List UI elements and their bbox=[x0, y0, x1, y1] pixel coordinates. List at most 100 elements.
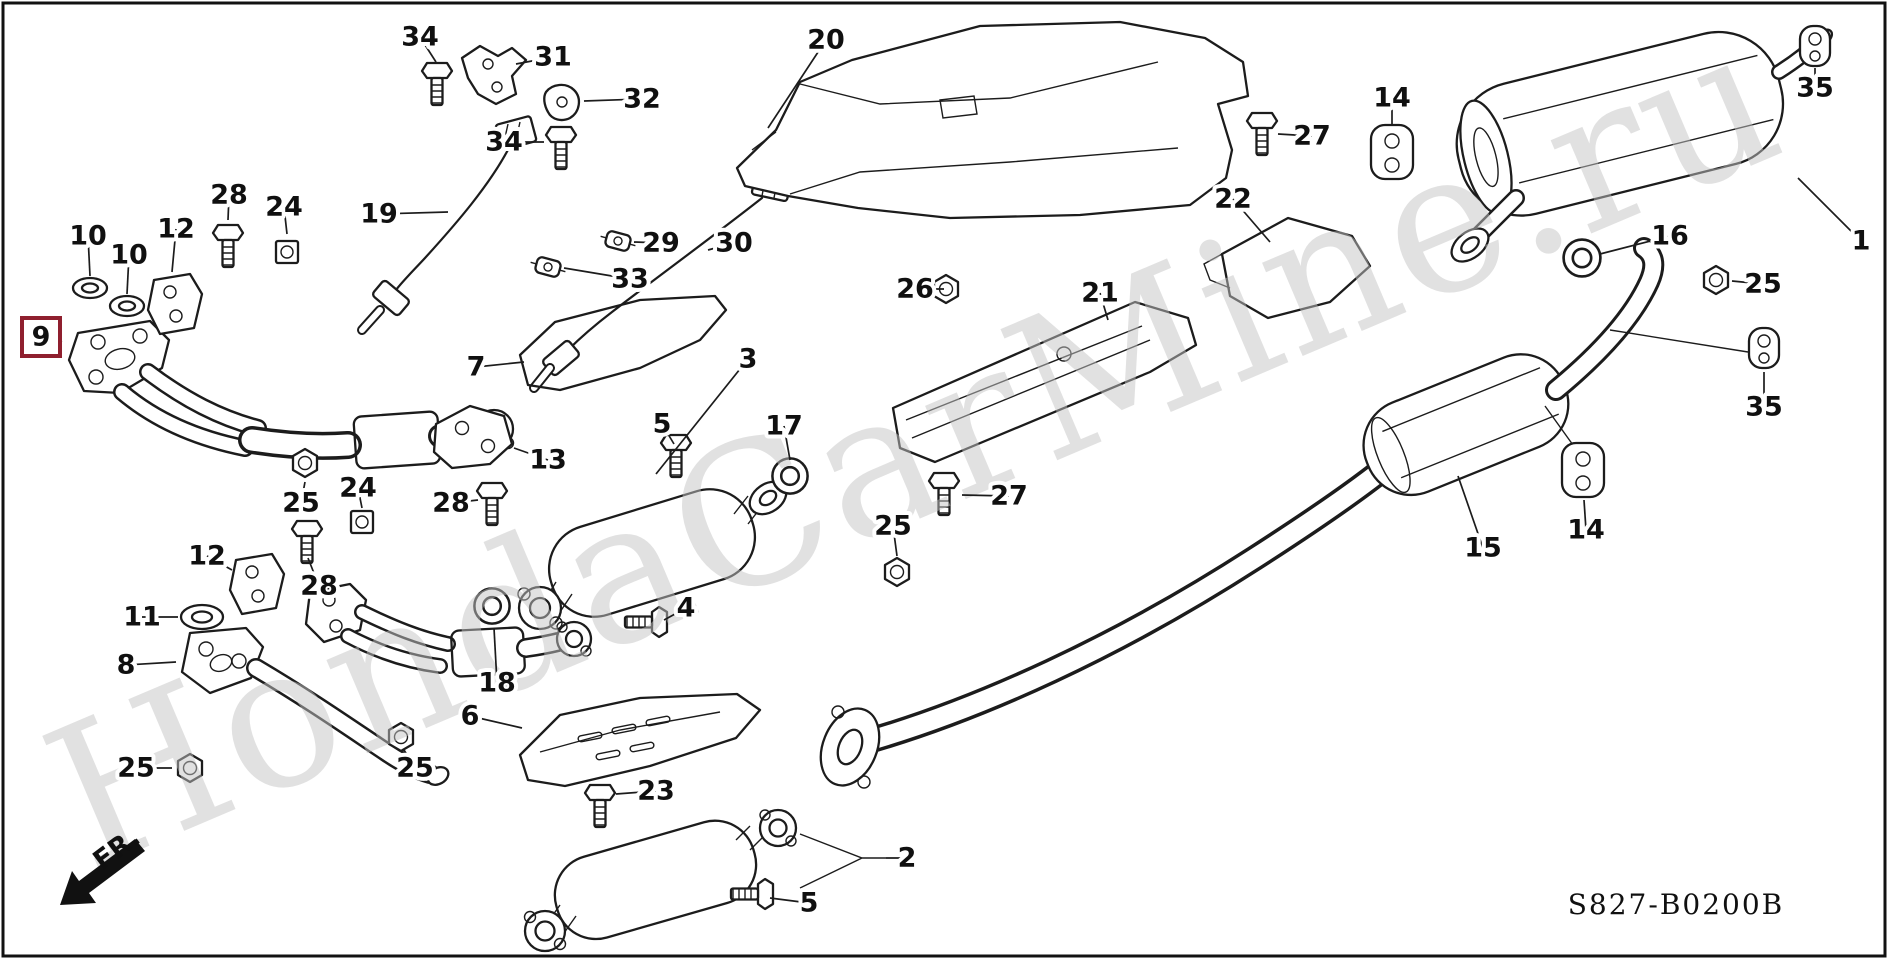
leader-line bbox=[125, 661, 177, 666]
gasket-11-art bbox=[179, 603, 225, 631]
leader-line bbox=[767, 39, 827, 129]
part-callout-3[interactable]: 3 bbox=[735, 340, 762, 379]
part-callout-20[interactable]: 20 bbox=[803, 21, 849, 60]
part-callout-11[interactable]: 11 bbox=[119, 598, 165, 637]
part-callout-32[interactable]: 32 bbox=[619, 80, 665, 119]
part-callout-12[interactable]: 12 bbox=[184, 537, 230, 576]
leader-line bbox=[403, 749, 416, 769]
leader-line bbox=[783, 425, 791, 461]
leader-line bbox=[1099, 292, 1109, 321]
mount-hardware-upper-art bbox=[71, 44, 581, 336]
heat-shield-20-art bbox=[735, 20, 1250, 220]
diagram-code: S827-B0200B bbox=[1568, 888, 1785, 921]
leader-line bbox=[419, 36, 437, 63]
bolt-34a-art bbox=[420, 61, 454, 107]
part-callout-25[interactable]: 25 bbox=[392, 749, 438, 788]
exhaust-pipe-b-art bbox=[819, 237, 1749, 789]
part-callout-25[interactable]: 25 bbox=[278, 484, 324, 523]
leader-line bbox=[1731, 280, 1764, 285]
bolt-27a-art bbox=[1245, 111, 1279, 157]
part-callout-25[interactable]: 25 bbox=[113, 749, 159, 788]
nut-25a-art bbox=[1702, 264, 1730, 296]
leader-line bbox=[707, 242, 735, 251]
exhaust-flex-pipe-art bbox=[304, 582, 593, 678]
part-callout-16[interactable]: 16 bbox=[1647, 217, 1693, 256]
part-callout-24[interactable]: 24 bbox=[335, 469, 381, 508]
part-callout-19[interactable]: 19 bbox=[356, 195, 402, 234]
part-callout-9[interactable]: 9 bbox=[28, 318, 55, 357]
part-callout-13[interactable]: 13 bbox=[525, 441, 571, 480]
highlighted-part-box bbox=[20, 316, 62, 358]
part-callout-10[interactable]: 10 bbox=[106, 236, 152, 275]
part-callout-25[interactable]: 25 bbox=[870, 507, 916, 546]
washer-10a-art bbox=[71, 276, 109, 300]
part-callout-10[interactable]: 10 bbox=[65, 217, 111, 256]
clamp-33-art bbox=[527, 253, 569, 281]
leader-line bbox=[469, 715, 523, 729]
heat-shield-22-art bbox=[1203, 216, 1372, 320]
part-callout-28[interactable]: 28 bbox=[428, 484, 474, 523]
nut-25b-art bbox=[291, 447, 319, 479]
part-callout-2[interactable]: 2 bbox=[894, 839, 921, 878]
part-callout-35[interactable]: 35 bbox=[1792, 69, 1838, 108]
part-callout-17[interactable]: 17 bbox=[761, 407, 807, 446]
leader-line bbox=[378, 211, 449, 215]
part-callout-28[interactable]: 28 bbox=[206, 176, 252, 215]
nut-24b-art bbox=[349, 509, 375, 535]
part-callout-6[interactable]: 6 bbox=[457, 697, 484, 736]
part-callout-27[interactable]: 27 bbox=[1289, 117, 1335, 156]
fr-arrow-icon bbox=[60, 839, 145, 905]
leader-line bbox=[892, 525, 898, 557]
part-callout-28[interactable]: 28 bbox=[296, 567, 342, 606]
part-callout-34[interactable]: 34 bbox=[481, 123, 527, 162]
bracket-12b-art bbox=[228, 552, 286, 616]
leader-line bbox=[475, 361, 525, 368]
part-callout-4[interactable]: 4 bbox=[673, 589, 700, 628]
part-callout-5[interactable]: 5 bbox=[796, 884, 823, 923]
part-callout-26[interactable]: 26 bbox=[892, 270, 938, 309]
part-callout-15[interactable]: 15 bbox=[1460, 529, 1506, 568]
part-callout-5[interactable]: 5 bbox=[649, 405, 676, 444]
leader-line bbox=[563, 267, 631, 280]
part-callout-35[interactable]: 35 bbox=[1741, 388, 1787, 427]
part-callout-30[interactable]: 30 bbox=[711, 224, 757, 263]
leader-line bbox=[1797, 177, 1862, 242]
part-callout-27[interactable]: 27 bbox=[986, 477, 1032, 516]
leader-line bbox=[1599, 235, 1671, 255]
leader-line bbox=[171, 228, 177, 273]
part-callout-1[interactable]: 1 bbox=[1848, 222, 1875, 261]
nut-24a-art bbox=[274, 239, 300, 265]
heat-shield-7-art bbox=[518, 294, 728, 392]
part-callout-12[interactable]: 12 bbox=[153, 210, 199, 249]
part-callout-25[interactable]: 25 bbox=[1740, 265, 1786, 304]
bracket-13-art bbox=[432, 404, 514, 470]
catalytic-converter-3-art bbox=[517, 480, 788, 631]
heat-shield-6-art bbox=[518, 692, 762, 788]
leader-line bbox=[493, 627, 498, 684]
leader-line bbox=[769, 897, 810, 904]
part-callout-22[interactable]: 22 bbox=[1210, 180, 1256, 219]
part-callout-18[interactable]: 18 bbox=[474, 664, 520, 703]
catalytic-converter-2-art bbox=[523, 808, 886, 953]
part-callout-24[interactable]: 24 bbox=[261, 188, 307, 227]
leader-line bbox=[1232, 198, 1271, 243]
part-callout-21[interactable]: 21 bbox=[1077, 274, 1123, 313]
leader-line bbox=[357, 487, 363, 509]
part-callout-14[interactable]: 14 bbox=[1563, 511, 1609, 550]
leader-line bbox=[615, 790, 657, 795]
leader-line bbox=[126, 254, 130, 295]
part-callout-29[interactable]: 29 bbox=[638, 224, 684, 263]
part-callout-31[interactable]: 31 bbox=[530, 38, 576, 77]
part-callout-34[interactable]: 34 bbox=[397, 18, 443, 57]
mount-35a-art bbox=[1798, 24, 1832, 68]
bolt-34b-art bbox=[544, 125, 578, 171]
leader-line bbox=[450, 499, 479, 504]
part-callout-8[interactable]: 8 bbox=[113, 646, 140, 685]
part-callout-7[interactable]: 7 bbox=[463, 348, 490, 387]
part-callout-23[interactable]: 23 bbox=[633, 772, 679, 811]
part-callout-14[interactable]: 14 bbox=[1369, 79, 1415, 118]
clamp-29-art bbox=[597, 227, 639, 255]
part-callout-33[interactable]: 33 bbox=[607, 260, 653, 299]
